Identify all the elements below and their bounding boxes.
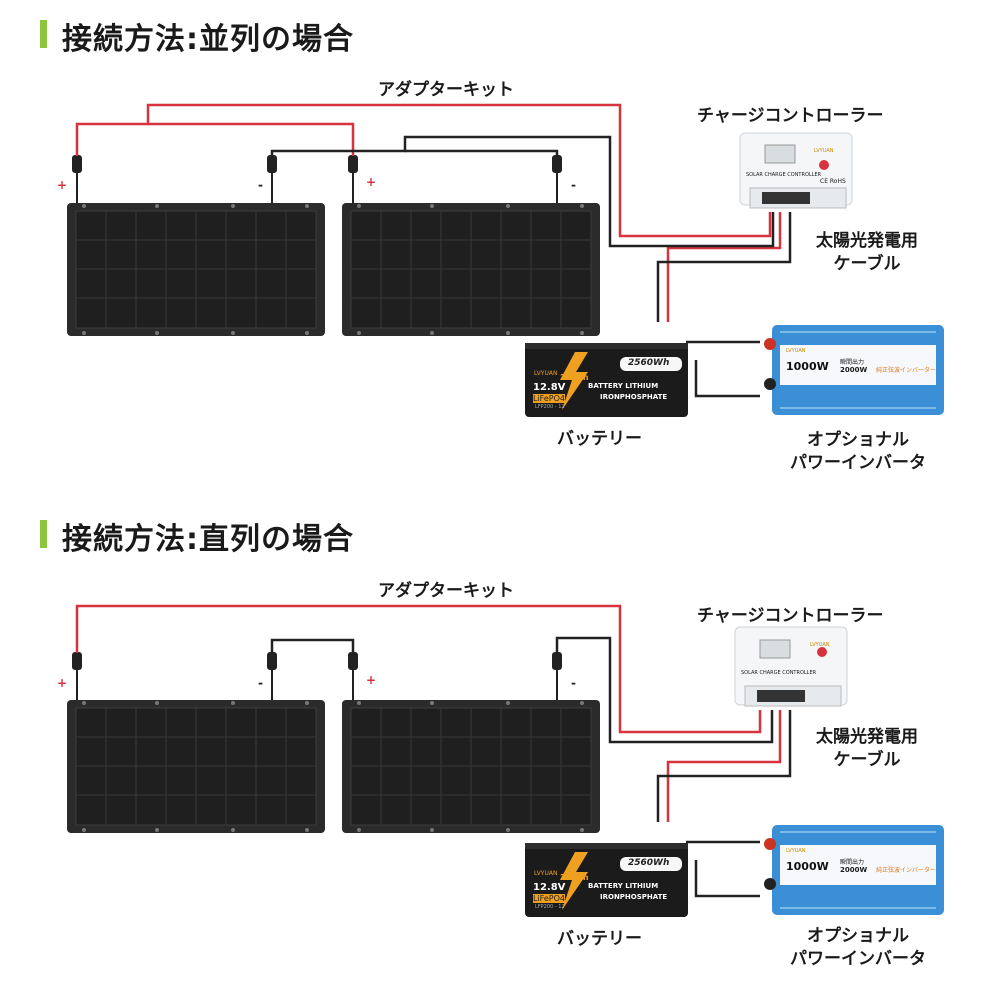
- solar-cable-label: 太陽光発電用 ケーブル: [816, 230, 918, 276]
- plus-mark-right: +: [366, 673, 377, 687]
- adapter-kit-label: アダプターキット: [378, 80, 514, 100]
- battery-energy: 2560Wh: [628, 358, 670, 368]
- inverter-type: 純正弦波インバーター: [876, 367, 937, 374]
- inverter-label-line2: パワーインバータ: [790, 453, 926, 473]
- inverter-peak: 2000W: [840, 366, 868, 374]
- section-parallel: 接続方法:並列の場合 アダプターキット チャージコントローラー 太陽光発電用 ケ…: [40, 20, 944, 475]
- positive-wires: [75, 604, 782, 822]
- inverter-type: 純正弦波インバーター: [876, 867, 937, 874]
- battery-voltage: 12.8V: [533, 882, 566, 893]
- battery-voltage: 12.8V: [533, 382, 566, 393]
- plus-mark-left: +: [57, 178, 68, 192]
- charge-controller-label: チャージコントローラー: [697, 106, 884, 126]
- charge-controller-label: チャージコントローラー: [697, 606, 884, 626]
- solar-cable-label-line2: ケーブル: [833, 750, 901, 770]
- minus-mark-left: -: [258, 178, 263, 192]
- plus-mark-right: +: [366, 175, 377, 189]
- battery-capacity: 200Ah: [560, 873, 589, 882]
- solar-panel-left: [67, 700, 325, 833]
- negative-wires: [270, 135, 792, 398]
- controller-brand: LVYUAN: [814, 148, 834, 154]
- power-inverter: [764, 825, 944, 915]
- negative-wires: [270, 636, 792, 898]
- inverter-peak-label: 瞬間出力: [840, 359, 865, 366]
- battery-chem: LiFePO4: [533, 894, 565, 903]
- inverter-label: オプショナル パワーインバータ: [790, 925, 926, 971]
- solar-panel-right: [342, 203, 600, 336]
- parallel-wiring-diagram: [67, 103, 944, 417]
- section-title: 接続方法:並列の場合: [62, 22, 354, 57]
- solar-panel-right: [342, 700, 600, 833]
- battery-brand: LVYUAN: [534, 870, 558, 877]
- adapter-kit-label: アダプターキット: [378, 581, 514, 601]
- inverter-peak-label: 瞬間出力: [840, 859, 865, 866]
- battery-line2: IRONPHOSPHATE: [600, 393, 668, 401]
- battery-capacity: 200Ah: [560, 373, 589, 382]
- battery-line1: BATTERY LITHIUM: [588, 882, 659, 890]
- inverter-rated: 1000W: [786, 360, 829, 373]
- plus-mark-left: +: [57, 676, 68, 690]
- solar-panel-left: [67, 203, 325, 336]
- battery-line1: BATTERY LITHIUM: [588, 382, 659, 390]
- panel-connectors: [72, 155, 562, 203]
- minus-mark-right: -: [571, 676, 576, 690]
- battery: [525, 343, 688, 417]
- battery: [525, 843, 688, 917]
- solar-cable-label-line1: 太陽光発電用: [816, 727, 918, 747]
- series-wiring-diagram: [67, 604, 944, 917]
- solar-cable-label-line1: 太陽光発電用: [816, 231, 918, 251]
- inverter-peak: 2000W: [840, 866, 868, 874]
- battery-label: バッテリー: [557, 429, 642, 449]
- battery-brand: LVYUAN: [534, 370, 558, 377]
- charge-controller: [739, 132, 853, 209]
- inverter-brand: LVYUAN: [786, 348, 806, 354]
- inverter-label-line1: オプショナル: [807, 430, 909, 450]
- minus-mark-left: -: [258, 676, 263, 690]
- inverter-label-line1: オプショナル: [807, 926, 909, 946]
- controller-brand: LVYUAN: [810, 642, 830, 648]
- solar-cable-label-line2: ケーブル: [833, 254, 901, 274]
- battery-chem: LiFePO4: [533, 394, 565, 403]
- solar-cable-label: 太陽光発電用 ケーブル: [816, 726, 918, 772]
- controller-caption: SOLAR CHARGE CONTROLLER: [746, 172, 822, 178]
- minus-mark-right: -: [571, 178, 576, 192]
- panel-connectors: [72, 652, 562, 700]
- title-accent-bar: [40, 520, 47, 548]
- battery-model: LFP200 - 12: [535, 404, 565, 410]
- power-inverter: [764, 325, 944, 415]
- inverter-brand: LVYUAN: [786, 848, 806, 854]
- controller-caption: SOLAR CHARGE CONTROLLER: [741, 670, 817, 676]
- charge-controller: [734, 626, 848, 707]
- inverter-label: オプショナル パワーインバータ: [790, 429, 926, 475]
- battery-model: LFP200 - 12: [535, 904, 565, 910]
- positive-wires: [75, 103, 782, 322]
- battery-line2: IRONPHOSPHATE: [600, 893, 668, 901]
- inverter-label-line2: パワーインバータ: [790, 949, 926, 969]
- section-series: 接続方法:直列の場合 アダプターキット チャージコントローラー 太陽光発電用 ケ…: [0, 500, 1000, 1000]
- battery-energy: 2560Wh: [628, 858, 670, 868]
- section-title: 接続方法:直列の場合: [62, 522, 354, 557]
- title-accent-bar: [40, 20, 47, 48]
- inverter-rated: 1000W: [786, 860, 829, 873]
- battery-label: バッテリー: [557, 929, 642, 949]
- controller-cert: CE RoHS: [820, 178, 846, 185]
